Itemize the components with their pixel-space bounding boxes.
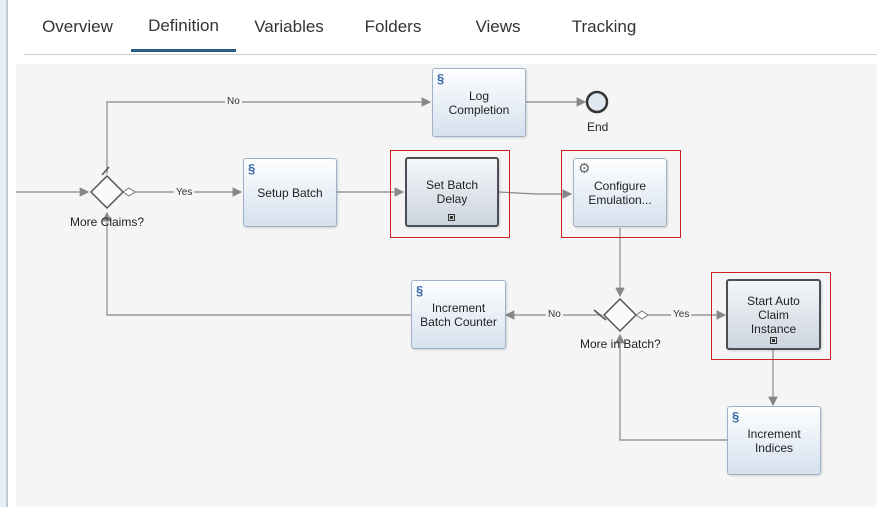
task-log-completion[interactable]: § Log Completion <box>432 68 526 137</box>
flow-indices-loop <box>615 333 727 441</box>
tab-definition[interactable]: Definition <box>131 2 236 52</box>
task-setup-batch[interactable]: § Setup Batch <box>243 158 337 227</box>
flow-no-log <box>106 97 432 174</box>
connectors <box>16 90 778 441</box>
subprocess-marker-icon[interactable] <box>769 337 777 344</box>
subprocess-start-auto-claim[interactable]: Start Auto Claim Instance <box>726 279 821 350</box>
gateway-label: More Claims? <box>70 215 145 229</box>
subprocess-marker-icon[interactable] <box>448 214 455 221</box>
tab-tracking[interactable]: Tracking <box>552 2 656 52</box>
subprocess-set-batch-delay[interactable]: Set Batch Delay <box>405 157 499 227</box>
highlight-box <box>390 150 510 238</box>
tab-views[interactable]: Views <box>446 2 550 52</box>
gear-icon: ⚙ <box>578 160 591 176</box>
flow-label-no: No <box>225 96 242 107</box>
tab-bar: Overview Definition Variables Folders Vi… <box>24 0 877 55</box>
gateway-more-claims[interactable] <box>89 166 136 210</box>
flow-label-yes: Yes <box>671 309 692 320</box>
task-label: Configure Emulation... <box>588 178 652 207</box>
flow-label-no: No <box>546 309 563 320</box>
task-label: Set Batch Delay <box>425 178 479 206</box>
end-event[interactable] <box>585 90 609 114</box>
script-icon: § <box>437 71 445 86</box>
task-label: Log Completion <box>448 88 510 117</box>
task-increment-batch-counter[interactable]: § Increment Batch Counter <box>411 280 506 349</box>
tab-variables[interactable]: Variables <box>238 2 340 52</box>
flow-delay-configure <box>498 189 573 199</box>
task-label: Increment Indices <box>747 426 801 455</box>
task-configure-emulation[interactable]: ⚙ Configure Emulation... <box>573 158 667 227</box>
script-icon: § <box>416 283 424 298</box>
end-label: End <box>587 120 609 134</box>
highlight-box <box>711 272 831 360</box>
script-icon: § <box>248 161 256 176</box>
gateway-label: More in Batch? <box>580 337 661 351</box>
flow-counter-loop <box>102 211 411 316</box>
script-icon: § <box>732 409 740 424</box>
task-increment-indices[interactable]: § Increment Indices <box>727 406 821 475</box>
highlight-box <box>561 150 681 238</box>
task-label: Setup Batch <box>257 185 323 200</box>
tab-overview[interactable]: Overview <box>24 2 131 52</box>
task-label: Start Auto Claim Instance <box>747 293 800 336</box>
gateway-more-in-batch[interactable] <box>593 297 649 333</box>
left-rail <box>0 0 8 507</box>
tab-folders[interactable]: Folders <box>342 2 444 52</box>
process-diagram-canvas[interactable]: No Yes No Yes More Claims? More in Batch… <box>16 64 877 507</box>
task-label: Increment Batch Counter <box>420 300 497 329</box>
flow-label-yes: Yes <box>174 187 195 198</box>
